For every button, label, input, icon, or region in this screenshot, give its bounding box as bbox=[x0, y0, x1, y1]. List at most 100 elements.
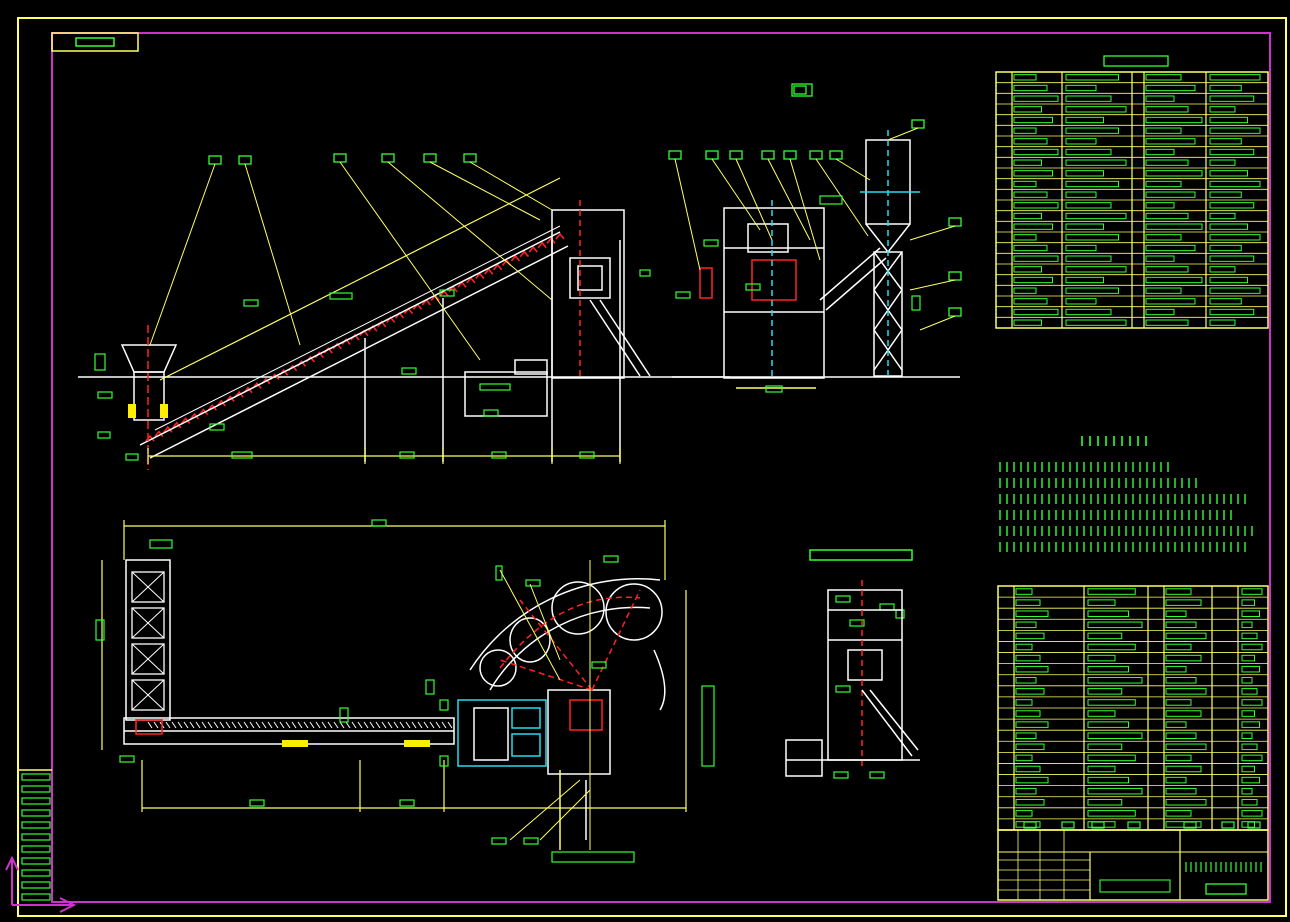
belt-conveyor-elevation bbox=[78, 83, 813, 470]
table-cell-text bbox=[1209, 180, 1261, 188]
table-cell-text bbox=[1145, 127, 1182, 134]
table-cell-text bbox=[1013, 212, 1042, 220]
table-cell-text bbox=[1241, 810, 1263, 817]
belt-link bbox=[519, 250, 529, 258]
dimension-label bbox=[525, 579, 541, 587]
table-cell-text bbox=[1145, 106, 1189, 113]
dimension-label bbox=[243, 299, 259, 307]
table-cell-text bbox=[1013, 298, 1048, 305]
leader-line bbox=[887, 127, 919, 141]
table-cell-text bbox=[1209, 223, 1248, 230]
belt-roller bbox=[399, 721, 405, 729]
belt-edge bbox=[154, 225, 561, 431]
dimension-label bbox=[911, 295, 921, 311]
table-cell-text bbox=[1013, 255, 1059, 262]
table-cell-text bbox=[1087, 754, 1136, 762]
table-cell-text bbox=[1087, 610, 1129, 617]
dimension-label bbox=[833, 771, 849, 779]
table-cell-text bbox=[1209, 244, 1242, 252]
table-cell-text bbox=[1013, 74, 1037, 81]
table-cell-text bbox=[1165, 776, 1187, 784]
belt-roller bbox=[207, 721, 213, 729]
table-cell-text bbox=[1145, 138, 1196, 145]
table-cell-text bbox=[1015, 699, 1033, 706]
belt-roller bbox=[201, 721, 207, 729]
dimension-label bbox=[425, 679, 435, 695]
table-cell-text bbox=[1087, 688, 1123, 695]
belt-roller bbox=[357, 721, 363, 729]
table-cell-text bbox=[1015, 765, 1041, 773]
table-cell-text bbox=[1165, 721, 1187, 728]
table-cell-text bbox=[1013, 148, 1059, 156]
belt-roller bbox=[231, 721, 237, 729]
table-cell-text bbox=[1145, 116, 1203, 124]
belt-roller bbox=[291, 721, 297, 729]
table-cell-text bbox=[1145, 276, 1203, 284]
table-cell-text bbox=[1241, 710, 1255, 717]
belt-link bbox=[172, 421, 182, 429]
table-cell-text bbox=[1065, 202, 1112, 209]
table-cell-text bbox=[1013, 116, 1053, 124]
drawing-border bbox=[51, 32, 1271, 903]
table-cell-text bbox=[1013, 319, 1042, 326]
table-cell-text bbox=[1013, 266, 1042, 273]
table-cell-text bbox=[1015, 743, 1045, 751]
table-cell-text bbox=[1013, 127, 1037, 134]
bin bbox=[131, 679, 165, 711]
table-cell-text bbox=[1165, 688, 1207, 695]
table-cell-text bbox=[1087, 710, 1116, 717]
leader-line bbox=[909, 279, 956, 291]
table-cell-text bbox=[1015, 588, 1033, 595]
dimension-label bbox=[209, 423, 225, 431]
dimension-label bbox=[439, 755, 449, 767]
table-cell-text bbox=[1015, 710, 1041, 717]
belt-roller bbox=[321, 721, 327, 729]
dimension-label bbox=[765, 385, 783, 393]
table-cell-text bbox=[1065, 127, 1119, 134]
belt-roller bbox=[381, 721, 387, 729]
belt-roller bbox=[315, 721, 321, 729]
table-cell-text bbox=[1145, 266, 1189, 273]
dimension-label bbox=[149, 539, 173, 549]
binding-label bbox=[21, 785, 51, 793]
table-cell-text bbox=[1209, 84, 1242, 92]
table-title bbox=[1103, 55, 1169, 67]
table-cell-text bbox=[1209, 202, 1255, 209]
leader-line bbox=[499, 569, 561, 681]
table-cell-text bbox=[1241, 654, 1255, 662]
dimension-label bbox=[551, 851, 635, 863]
table-cell-text bbox=[1013, 191, 1048, 198]
table-cell-text bbox=[1087, 621, 1143, 629]
table-cell-text bbox=[1145, 244, 1196, 252]
table-cell-text bbox=[1087, 776, 1129, 784]
ucs-axis-icon bbox=[5, 855, 77, 913]
belt-roller bbox=[345, 721, 351, 729]
leader-lines bbox=[94, 83, 813, 461]
table-cell-text bbox=[1013, 234, 1037, 241]
table-cell-text bbox=[1087, 665, 1129, 673]
plant-plan-view bbox=[101, 520, 687, 850]
dimension-label bbox=[231, 451, 253, 459]
table-cell-text bbox=[1209, 106, 1236, 113]
table-cell-text bbox=[1145, 191, 1196, 198]
table-cell-text bbox=[1145, 84, 1196, 92]
table-cell-text bbox=[1065, 212, 1127, 220]
table-cell-text bbox=[1145, 212, 1189, 220]
binding-label bbox=[21, 821, 51, 829]
table-cell-text bbox=[1145, 180, 1182, 188]
table-cell-text bbox=[1209, 138, 1242, 145]
table-cell-text bbox=[1087, 699, 1136, 706]
belt-roller bbox=[339, 721, 345, 729]
dimension-label bbox=[401, 367, 417, 375]
belt-link bbox=[350, 333, 360, 341]
parts-list-upper bbox=[995, 55, 1269, 329]
table-cell-text bbox=[1165, 654, 1202, 662]
table-cell-text bbox=[1013, 308, 1059, 316]
table-cell-text bbox=[1165, 632, 1207, 640]
belt-roller bbox=[297, 721, 303, 729]
table-cell-text bbox=[1065, 319, 1127, 326]
table-cell-text bbox=[1015, 599, 1041, 606]
table-cell-text bbox=[1087, 810, 1136, 817]
title-label bbox=[1221, 821, 1235, 829]
bin bbox=[131, 643, 165, 675]
